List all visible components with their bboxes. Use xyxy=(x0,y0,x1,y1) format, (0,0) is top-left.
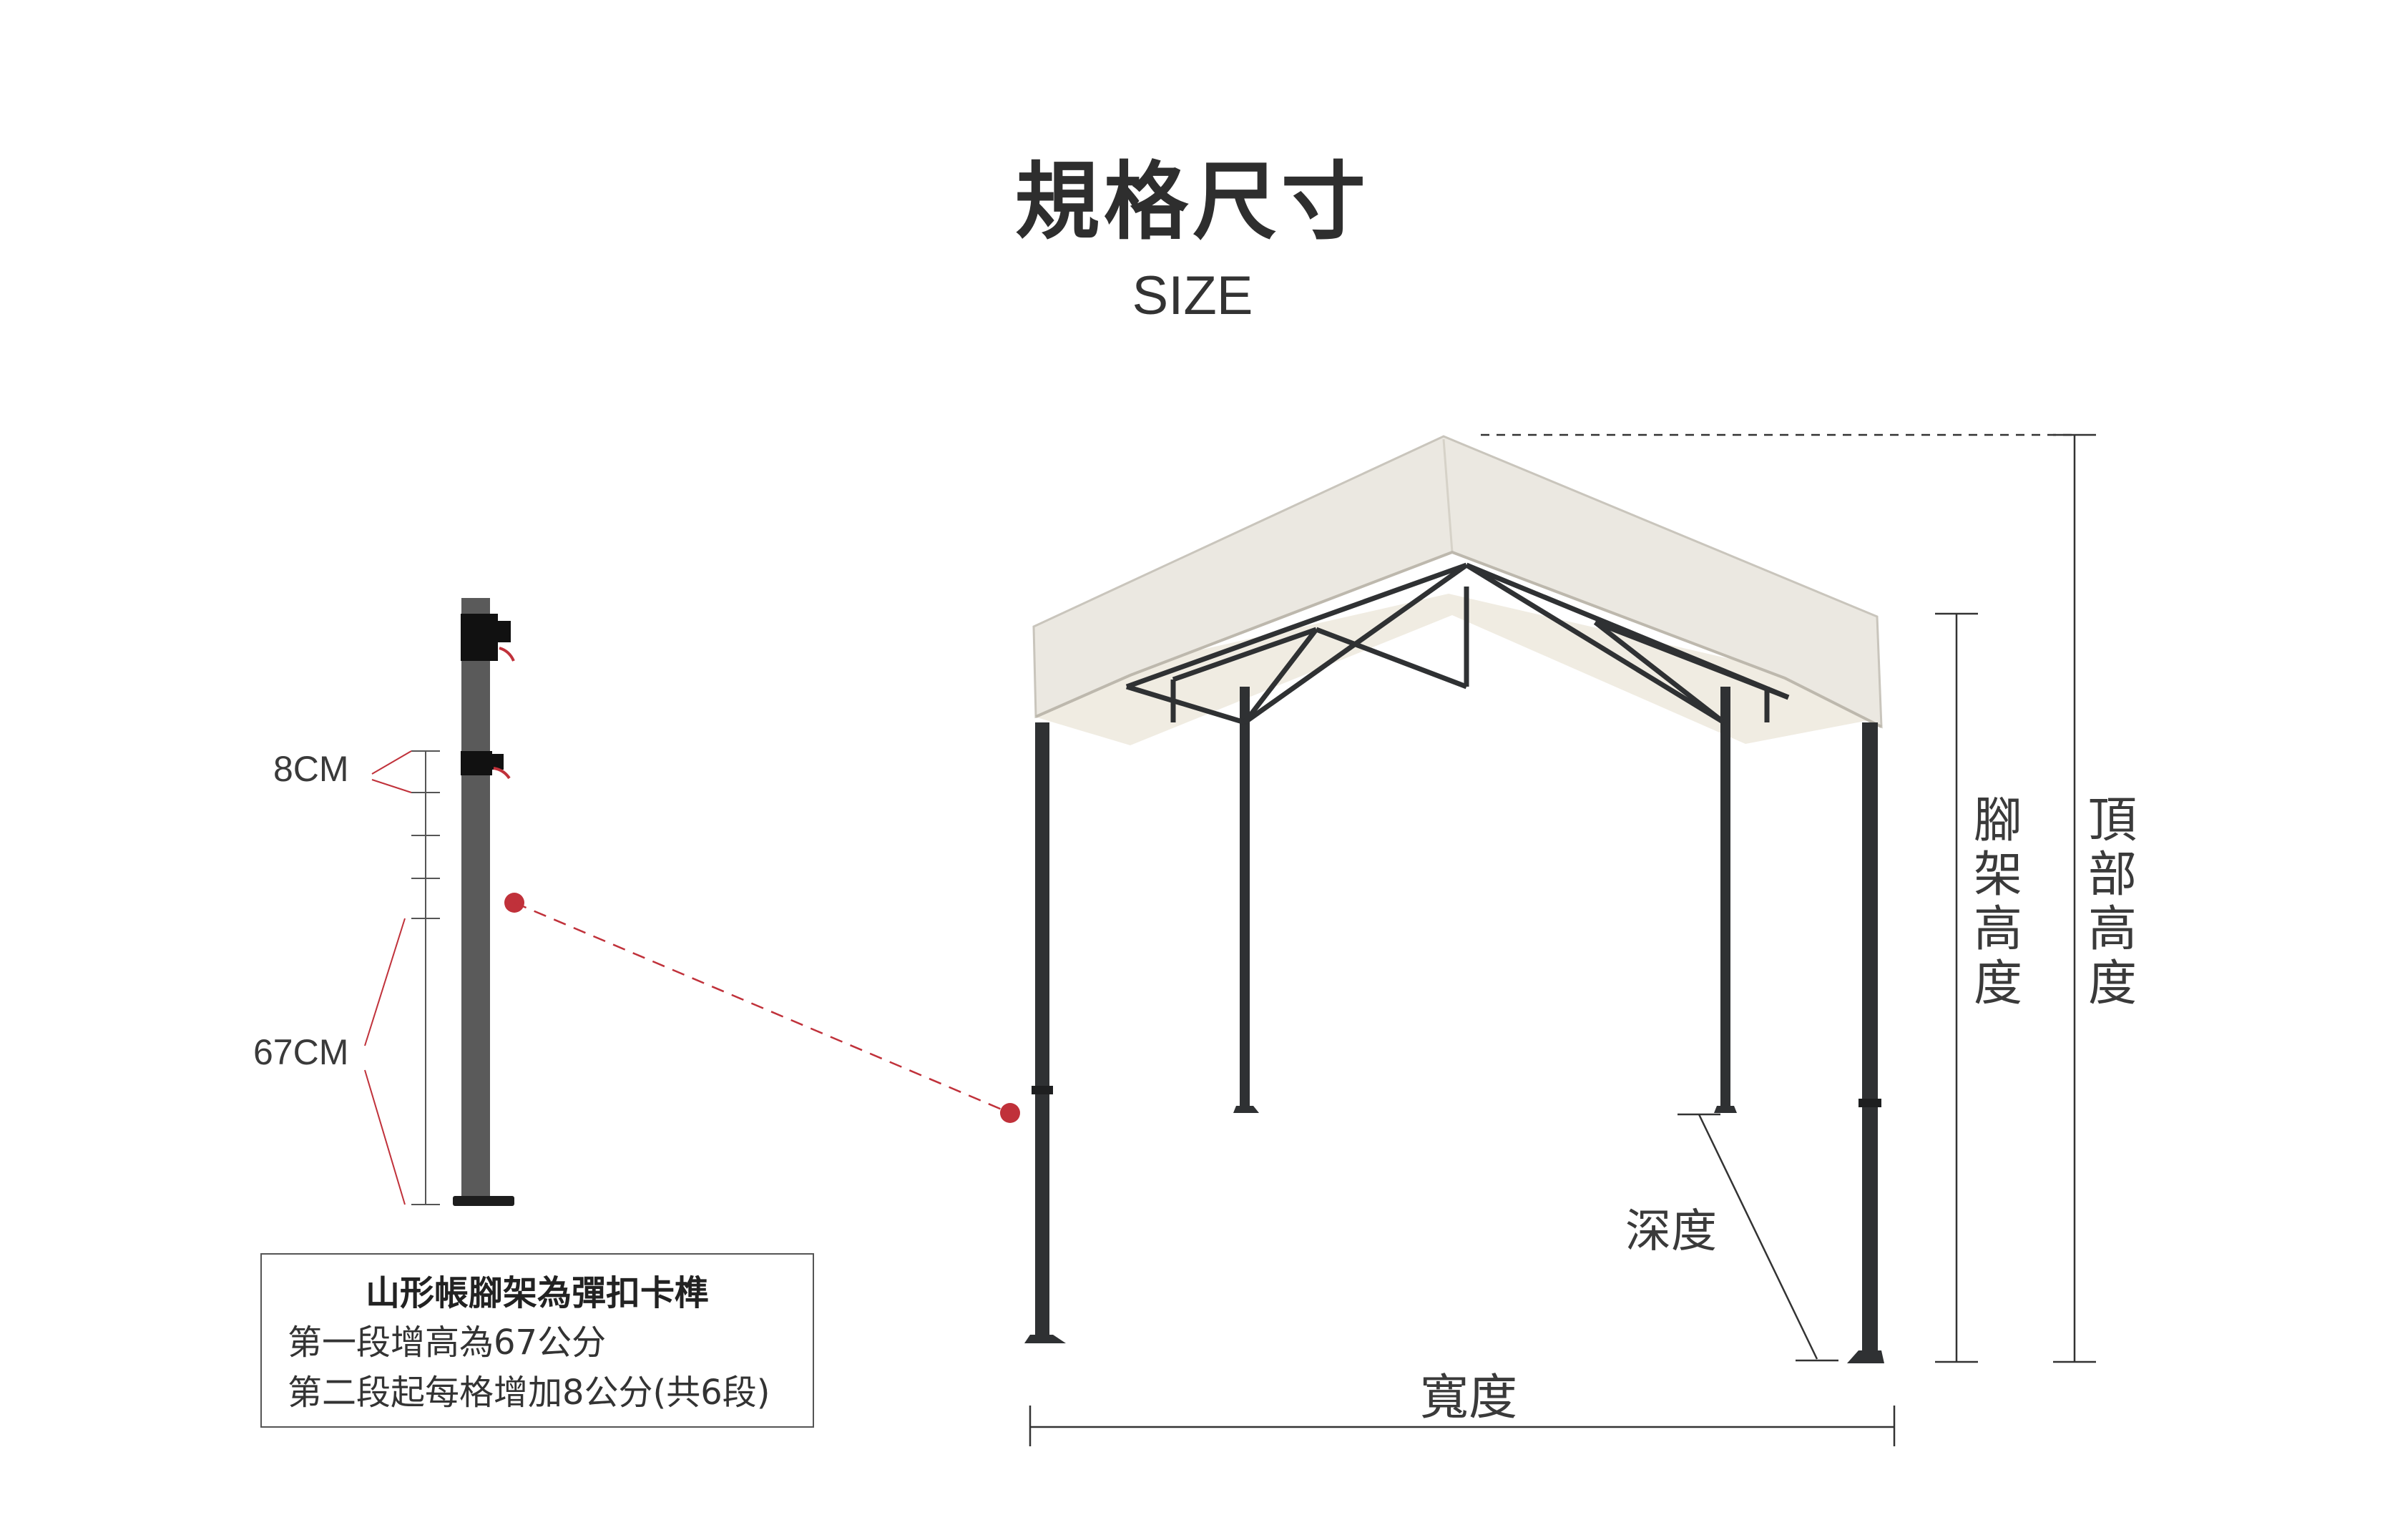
canopy-ridge xyxy=(1442,438,1454,553)
pole-shaft xyxy=(461,598,490,1203)
pole-clip-top xyxy=(499,647,515,662)
pole-ruler xyxy=(411,750,440,1205)
back-foot-left xyxy=(1233,1106,1259,1113)
pole-clip-bottom xyxy=(493,767,511,780)
back-foot-right xyxy=(1714,1106,1737,1113)
front-foot-right xyxy=(1847,1350,1884,1363)
depth-label: 深度 xyxy=(1625,1205,1717,1258)
tent xyxy=(1024,435,1884,1363)
depth-line xyxy=(1698,1114,1818,1360)
page-title: 規格尺寸 xyxy=(1014,152,1370,251)
connector-dot-end xyxy=(1000,1103,1020,1123)
note-title: 山形帳腳架為彈扣卡榫 xyxy=(365,1273,709,1313)
ruler-leaders xyxy=(364,750,412,1205)
front-foot-left xyxy=(1024,1335,1066,1343)
note-line-2: 第二段起每格增加8公分(共6段) xyxy=(288,1373,770,1413)
pole-clamp-top xyxy=(461,614,498,661)
pole-foot xyxy=(453,1196,514,1206)
front-leg-left xyxy=(1035,722,1049,1338)
dimension-lines xyxy=(1029,433,2096,1446)
width-label: 寬度 xyxy=(1420,1370,1518,1426)
leg-height-label: 腳架高度 xyxy=(1973,793,2022,1012)
back-leg-right xyxy=(1720,687,1730,1106)
back-leg-left xyxy=(1240,687,1250,1106)
segment-small-label: 8CM xyxy=(273,749,349,789)
connector-dashed-line xyxy=(514,901,1011,1114)
pole-clamp-bottom-tab xyxy=(489,754,504,770)
front-leg-left-joint xyxy=(1032,1086,1053,1094)
canopy-valance xyxy=(1035,550,1882,728)
note-line-1: 第一段增高為67公分 xyxy=(288,1323,607,1363)
note-box: 山形帳腳架為彈扣卡榫 第一段增高為67公分 第二段起每格增加8公分(共6段) xyxy=(260,1253,814,1428)
front-leg-right-joint xyxy=(1858,1099,1881,1107)
pole-clamp-tab xyxy=(494,621,511,642)
canopy-truss xyxy=(1125,562,1790,725)
pole-clamp-bottom xyxy=(461,751,492,775)
top-height-label: 頂部高度 xyxy=(2087,793,2137,1012)
segment-large-label: 67CM xyxy=(253,1032,349,1072)
canopy-underside xyxy=(1034,594,1880,745)
page-subtitle: SIZE xyxy=(1132,265,1253,326)
front-leg-right xyxy=(1862,722,1878,1356)
leg-pole-detail xyxy=(364,598,515,1206)
